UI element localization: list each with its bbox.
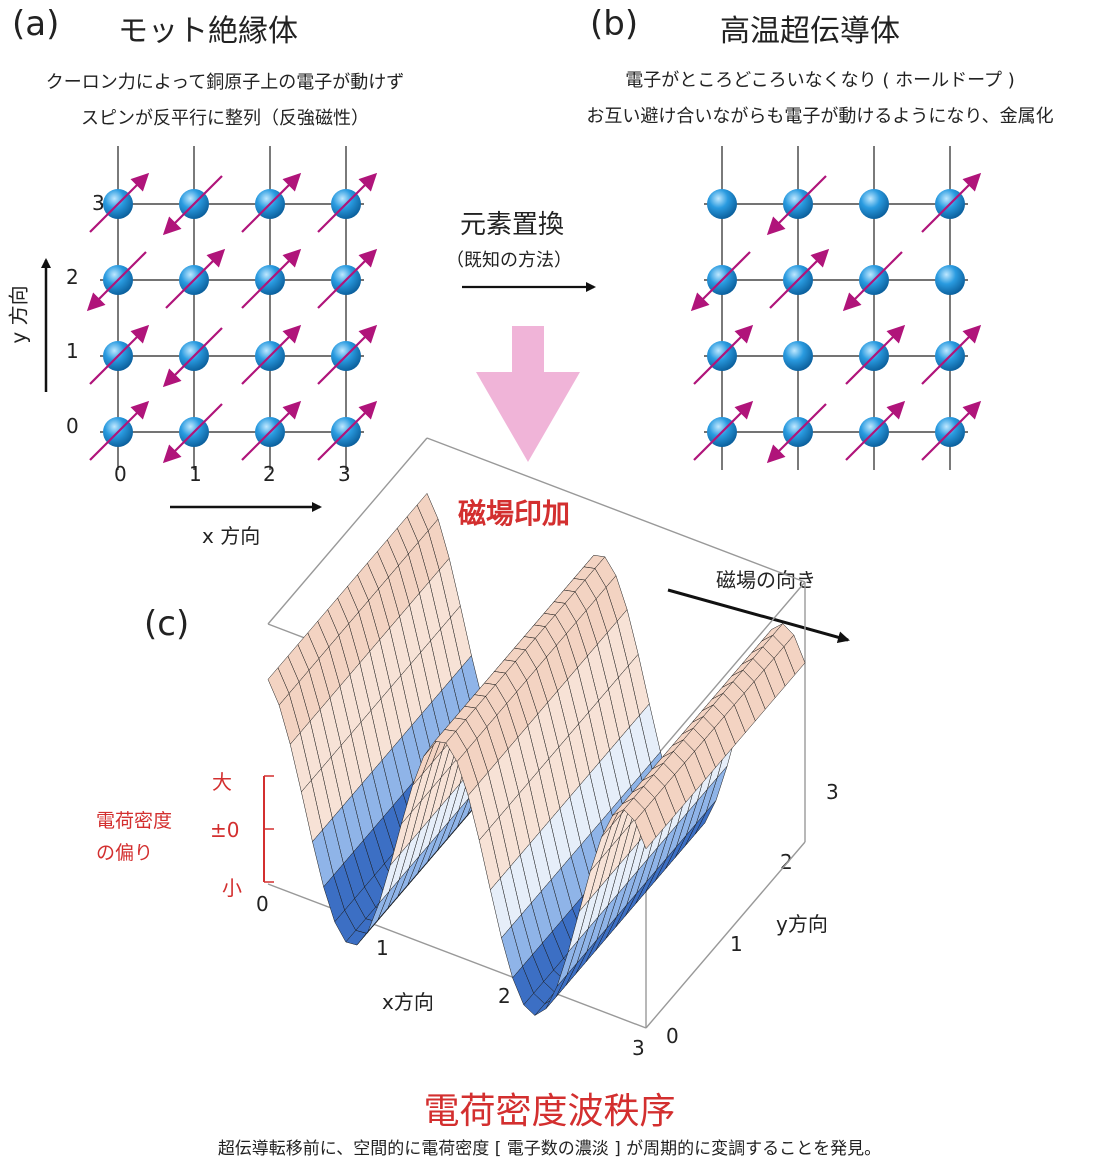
panel-c-ytick-1: 1 bbox=[730, 932, 743, 956]
lattice-b-spin-up bbox=[921, 400, 982, 461]
magnetic-field-label: 磁場印加 bbox=[458, 497, 571, 530]
panel-c-xtick-0: 0 bbox=[256, 892, 269, 916]
z-tick-small: 小 bbox=[222, 876, 242, 900]
lattice-b-spin-up bbox=[845, 324, 906, 385]
panel-a-xtick-1: 1 bbox=[189, 462, 202, 486]
footer-caption: 超伝導転移前に、空間的に電荷密度 [ 電子数の濃淡 ] が周期的に変調することを… bbox=[217, 1139, 882, 1159]
lattice-b-spin-up bbox=[693, 400, 754, 461]
lattice-a-spin-up bbox=[317, 248, 378, 309]
panel-c-y-axis-label: y方向 bbox=[776, 912, 828, 936]
panel-c-x-axis-label: x方向 bbox=[382, 990, 434, 1014]
surface bbox=[267, 437, 806, 1029]
lattice-a-spin-down bbox=[162, 175, 223, 236]
panel-a-ytick-2: 2 bbox=[66, 265, 79, 289]
lattice-b-atom bbox=[707, 189, 737, 219]
z-tick-zero: ±0 bbox=[210, 818, 240, 842]
panel-c-ytick-0: 0 bbox=[666, 1024, 679, 1048]
panel-b-title: 高温超伝導体 bbox=[720, 14, 900, 49]
z-axis-ticks bbox=[264, 775, 274, 883]
lattice-b-spin-up bbox=[845, 400, 906, 461]
surface-cell bbox=[634, 808, 657, 850]
z-axis-label-line2: の偏り bbox=[96, 842, 154, 864]
panel-c-xtick-2: 2 bbox=[498, 984, 511, 1008]
lattice-b-spin-up bbox=[693, 324, 754, 385]
lattice-b-spin-up bbox=[921, 324, 982, 385]
panel-c-xtick-3: 3 bbox=[632, 1036, 645, 1060]
lattice-b-spin-up bbox=[921, 172, 982, 233]
lattice-b-atom bbox=[783, 341, 813, 371]
panel-b-label: (b) bbox=[590, 4, 639, 44]
lattice-b-spin-down bbox=[766, 175, 827, 236]
panel-a-label: (a) bbox=[12, 4, 60, 44]
lattice-a-spin-up bbox=[241, 172, 302, 233]
lattice-b-spin-up bbox=[769, 248, 830, 309]
lattice-b bbox=[690, 146, 982, 470]
panel-a-ytick-3: 3 bbox=[92, 191, 105, 215]
lattice-a-spin-up bbox=[89, 324, 150, 385]
lattice-b-atom bbox=[935, 265, 965, 295]
lattice-a-spin-up bbox=[317, 400, 378, 461]
lattice-a-spin-up bbox=[89, 172, 150, 233]
surface-box-edge bbox=[645, 581, 806, 769]
panel-c-ytick-3: 3 bbox=[826, 780, 839, 804]
substitution-sublabel: （既知の方法） bbox=[446, 250, 572, 271]
panel-a-desc-line1: クーロン力によって銅原子上の電子が動けず bbox=[45, 72, 405, 93]
surface-box-edge bbox=[645, 841, 806, 1029]
lattice-a-spin-down bbox=[162, 327, 223, 388]
magnetic-field-down-arrow bbox=[476, 326, 580, 462]
surface-box-edge bbox=[267, 437, 428, 625]
panel-a-ytick-1: 1 bbox=[66, 339, 79, 363]
panel-b-desc-line1: 電子がところどころいなくなり ( ホールドープ ) bbox=[625, 70, 1015, 91]
lattice-a-spin-up bbox=[241, 400, 302, 461]
panel-a-title: モット絶縁体 bbox=[118, 14, 298, 49]
lattice-b-spin-down bbox=[690, 251, 751, 312]
lattice-a-spin-up bbox=[241, 324, 302, 385]
z-axis-label-line1: 電荷密度 bbox=[96, 810, 173, 832]
lattice-a-spin-up bbox=[317, 324, 378, 385]
substitution-label: 元素置換 bbox=[460, 210, 565, 240]
panel-a-xtick-2: 2 bbox=[263, 462, 276, 486]
panel-a-xtick-0: 0 bbox=[114, 462, 127, 486]
lattice-b-spin-down bbox=[842, 251, 903, 312]
lattice-a-spin-up bbox=[89, 400, 150, 461]
footer-title: 電荷密度波秩序 bbox=[423, 1091, 676, 1132]
field-direction-arrow bbox=[667, 588, 850, 644]
lattice-a-spin-down bbox=[86, 251, 147, 312]
panel-b-desc-line2: お互い避け合いながらも電子が動けるようになり、金属化 bbox=[586, 106, 1054, 127]
lattice-b-atom bbox=[859, 189, 889, 219]
panel-a-desc-line2: スピンが反平行に整列（反強磁性） bbox=[81, 108, 369, 129]
panel-a-xtick-3: 3 bbox=[338, 462, 351, 486]
panel-c-xtick-1: 1 bbox=[376, 936, 389, 960]
panel-c-label: (c) bbox=[144, 604, 190, 644]
lattice-a-spin-down bbox=[162, 403, 223, 464]
z-tick-large: 大 bbox=[212, 770, 232, 794]
surface-box-edge bbox=[426, 437, 806, 583]
panel-a-x-axis-label: x 方向 bbox=[202, 524, 261, 548]
lattice-a bbox=[86, 146, 378, 470]
lattice-a-spin-up bbox=[241, 248, 302, 309]
panel-a-ytick-0: 0 bbox=[66, 414, 79, 438]
lattice-a-spin-up bbox=[165, 248, 226, 309]
lattice-b-spin-down bbox=[766, 403, 827, 464]
lattice-a-spin-up bbox=[317, 172, 378, 233]
